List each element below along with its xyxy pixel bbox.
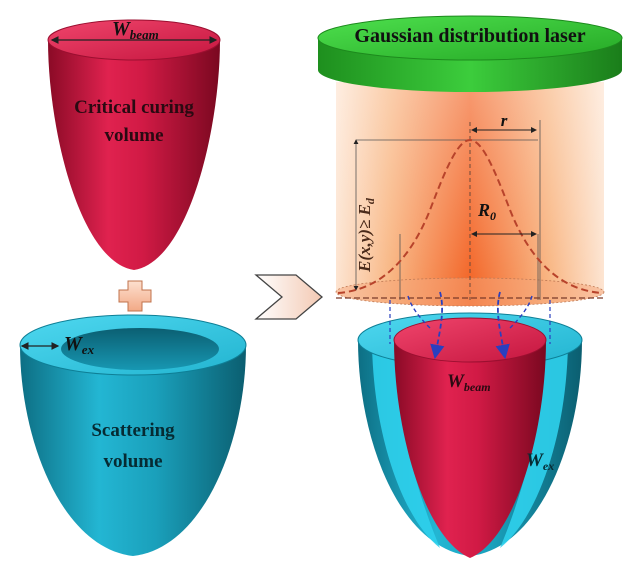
laser-title: Gaussian distribution laser [354, 25, 585, 47]
crimson-paraboloid-body [48, 40, 220, 270]
gaussian-profile: r R0 E(x,y)≥ Ed [336, 111, 604, 300]
r0-label: R0 [477, 200, 496, 223]
critical-label-line1: Critical curing [74, 97, 194, 118]
scattering-label-line2: volume [103, 451, 162, 472]
plus-icon: + [118, 280, 152, 312]
scatter-arrow-left [430, 291, 445, 360]
w-beam-top-label: Wbeam [112, 18, 159, 42]
scattering-arrows [389, 291, 551, 360]
w-ex-left-label: Wex [64, 333, 95, 357]
combined-light-band-right [500, 345, 568, 548]
energy-threshold-label: E(x,y)≥ Ed [355, 197, 377, 273]
r-label: r [501, 111, 508, 130]
chevron-right-icon [254, 274, 324, 320]
combined-crimson-core [394, 340, 546, 558]
cyan-paraboloid-body [20, 345, 246, 556]
critical-label-line2: volume [104, 125, 163, 146]
critical-curing-volume: Wbeam Critical curing volume [47, 18, 221, 270]
scattering-volume: Wex Scattering volume [19, 314, 247, 556]
laser-source-disc: Gaussian distribution laser [317, 15, 623, 92]
scatter-arrow-outer-left [407, 295, 433, 331]
scatter-arrow-right [495, 291, 510, 360]
gaussian-curve [337, 138, 603, 294]
w-beam-inner-label: Wbeam [447, 371, 491, 394]
combined-volume: Wbeam Wex [357, 312, 583, 558]
combined-light-band-left [372, 345, 440, 548]
w-ex-right-label: Wex [526, 450, 554, 473]
scatter-arrow-outer-right [507, 295, 533, 331]
combined-crimson-top [393, 317, 547, 363]
cyan-inner-hole [61, 328, 219, 370]
scattering-label-line1: Scattering [91, 420, 175, 441]
